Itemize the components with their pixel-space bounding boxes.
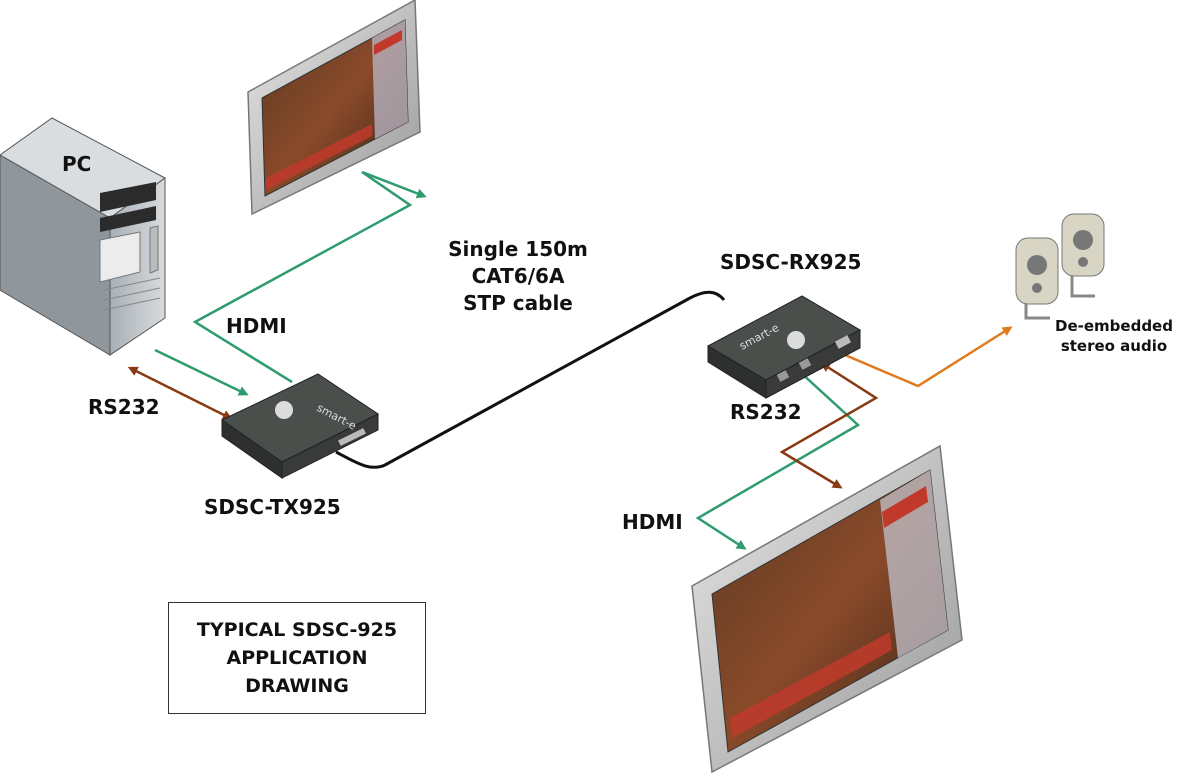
audio-label: De-embedded stereo audio xyxy=(1034,316,1194,356)
rs232-right-arrow xyxy=(779,362,879,489)
hdmi-top-label: HDMI xyxy=(226,314,287,338)
cat6-cable-line xyxy=(335,290,726,469)
cable-label-line-1: Single 150m xyxy=(448,237,588,261)
rx-device-icon: smart-e xyxy=(706,295,862,399)
rx-device-label: SDSC-RX925 xyxy=(720,250,862,274)
cable-label-line-2: CAT6/6A xyxy=(471,264,565,288)
pc-label: PC xyxy=(62,152,92,176)
bottom-monitor-icon xyxy=(691,444,963,774)
tx-device-icon: smart-e xyxy=(221,373,379,479)
title-line-1: TYPICAL SDSC-925 xyxy=(196,619,398,641)
audio-label-line-2: stereo audio xyxy=(1060,337,1168,355)
title-box: TYPICAL SDSC-925 APPLICATION DRAWING xyxy=(168,602,426,714)
tx-device-label: SDSC-TX925 xyxy=(204,495,341,519)
rs232-right-label: RS232 xyxy=(730,400,802,424)
rs232-left-arrow xyxy=(127,366,233,420)
hdmi-bottom-label: HDMI xyxy=(622,510,683,534)
cable-label: Single 150m CAT6/6A STP cable xyxy=(432,236,604,317)
cable-label-line-3: STP cable xyxy=(463,291,573,315)
title-line-2: APPLICATION xyxy=(226,647,368,669)
speakers-icon xyxy=(1015,213,1105,320)
audio-label-line-1: De-embedded xyxy=(1055,317,1173,335)
pc-tower-icon xyxy=(0,117,166,356)
title-line-3: DRAWING xyxy=(245,675,349,697)
hdmi-top-arrow xyxy=(192,170,427,384)
rs232-left-label: RS232 xyxy=(88,395,160,419)
top-monitor-icon xyxy=(247,0,421,216)
audio-arrow xyxy=(837,326,1013,388)
